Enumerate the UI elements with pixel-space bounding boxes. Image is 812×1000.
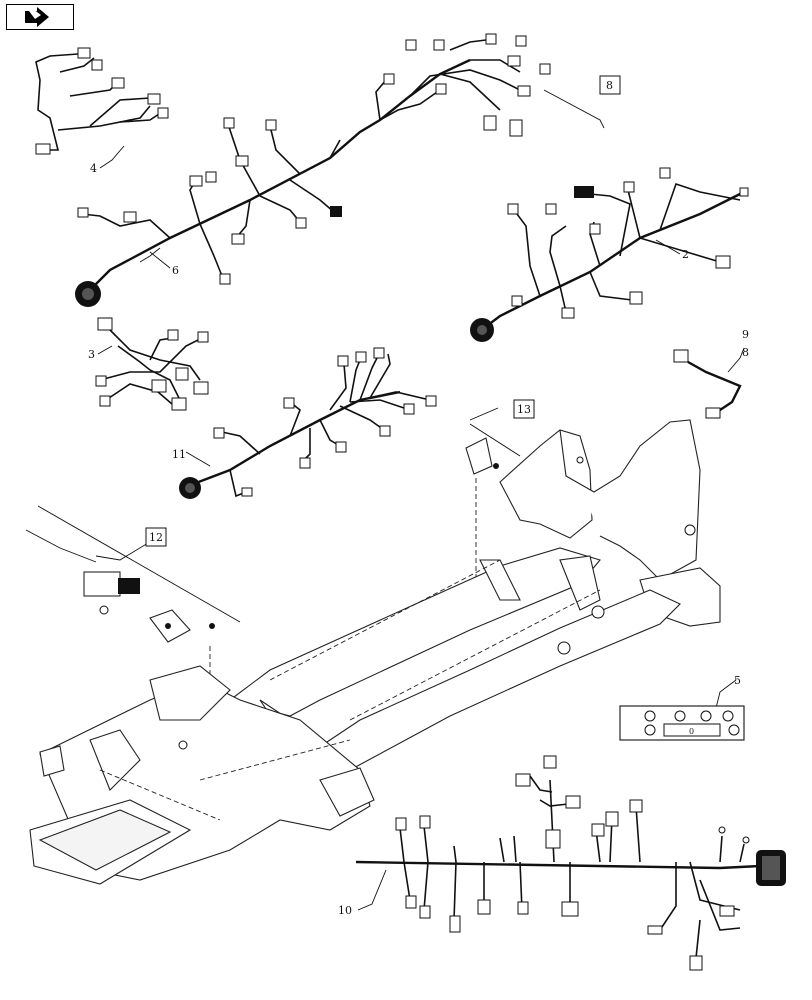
harness-8-9 [673, 347, 745, 419]
callout-11: 11 [172, 448, 186, 461]
callout-8: 8 [742, 346, 749, 359]
callout-6: 6 [172, 264, 179, 277]
harness-11 [179, 347, 437, 499]
next-page-button[interactable] [6, 4, 74, 30]
decal-5: 0 [619, 679, 745, 741]
callout-10: 10 [338, 904, 352, 917]
callout-2: 2 [682, 248, 689, 261]
callout-5: 5 [734, 674, 741, 687]
callout-4: 4 [90, 162, 97, 175]
callout-7: 8 [606, 79, 613, 92]
arrow-icon [25, 7, 49, 27]
callout-9: 9 [742, 328, 749, 341]
harness-10 [355, 755, 786, 971]
harness-4 [35, 47, 169, 169]
callout-12: 12 [149, 531, 163, 544]
harness-6 [75, 33, 551, 307]
harness-3 [95, 317, 209, 411]
decal-value: 0 [689, 727, 694, 736]
callout-leaders [95, 89, 681, 911]
item-13-group [465, 423, 521, 610]
chassis-frame [29, 419, 721, 885]
callout-13: 13 [517, 403, 531, 416]
callouts: 8 12 13 4 6 2 3 11 9 8 5 10 [88, 75, 749, 917]
callout-3: 3 [88, 348, 95, 361]
harness-2 [470, 167, 749, 342]
